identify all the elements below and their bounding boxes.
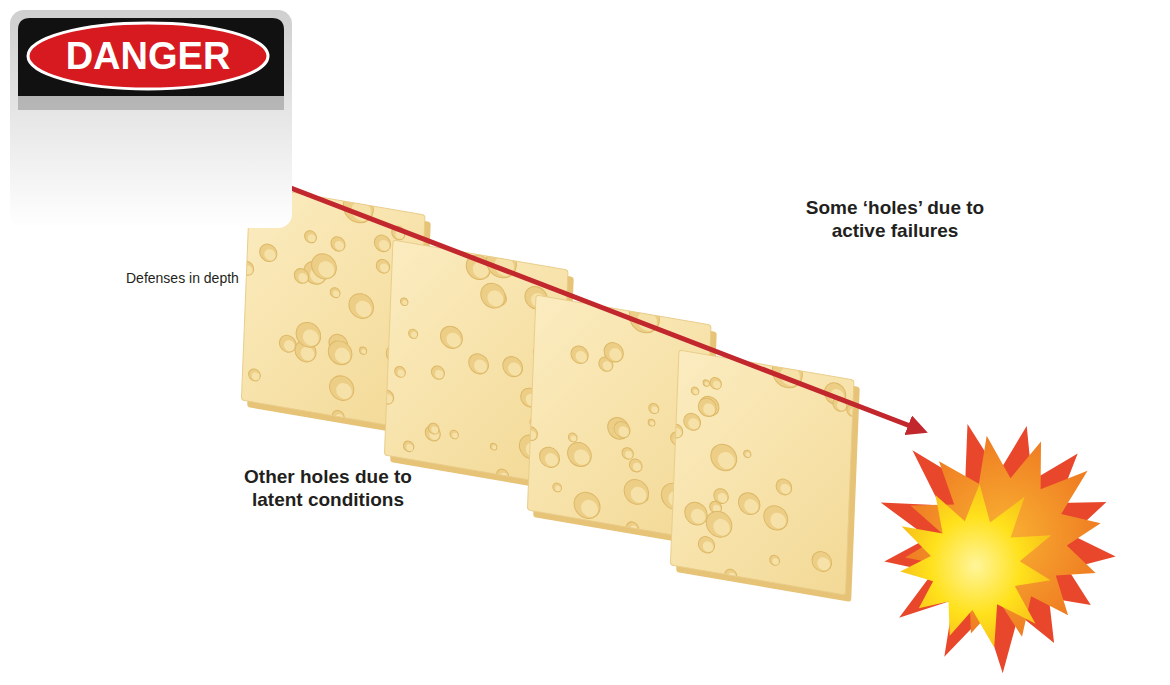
sign-word: DANGER xyxy=(38,32,258,80)
cheese-slices xyxy=(234,173,860,602)
danger-sign: DANGER xyxy=(10,10,292,228)
callout-text: Some ‘holes’ due to active failures xyxy=(785,197,1005,243)
layer-caption: Defenses in depth xyxy=(126,270,239,287)
callout-text: Other holes due to latent conditions xyxy=(218,466,438,512)
cheese-slice xyxy=(520,283,717,547)
hazard-arrow xyxy=(205,155,918,429)
cheese-slice xyxy=(663,338,860,602)
explosion xyxy=(881,424,1116,673)
